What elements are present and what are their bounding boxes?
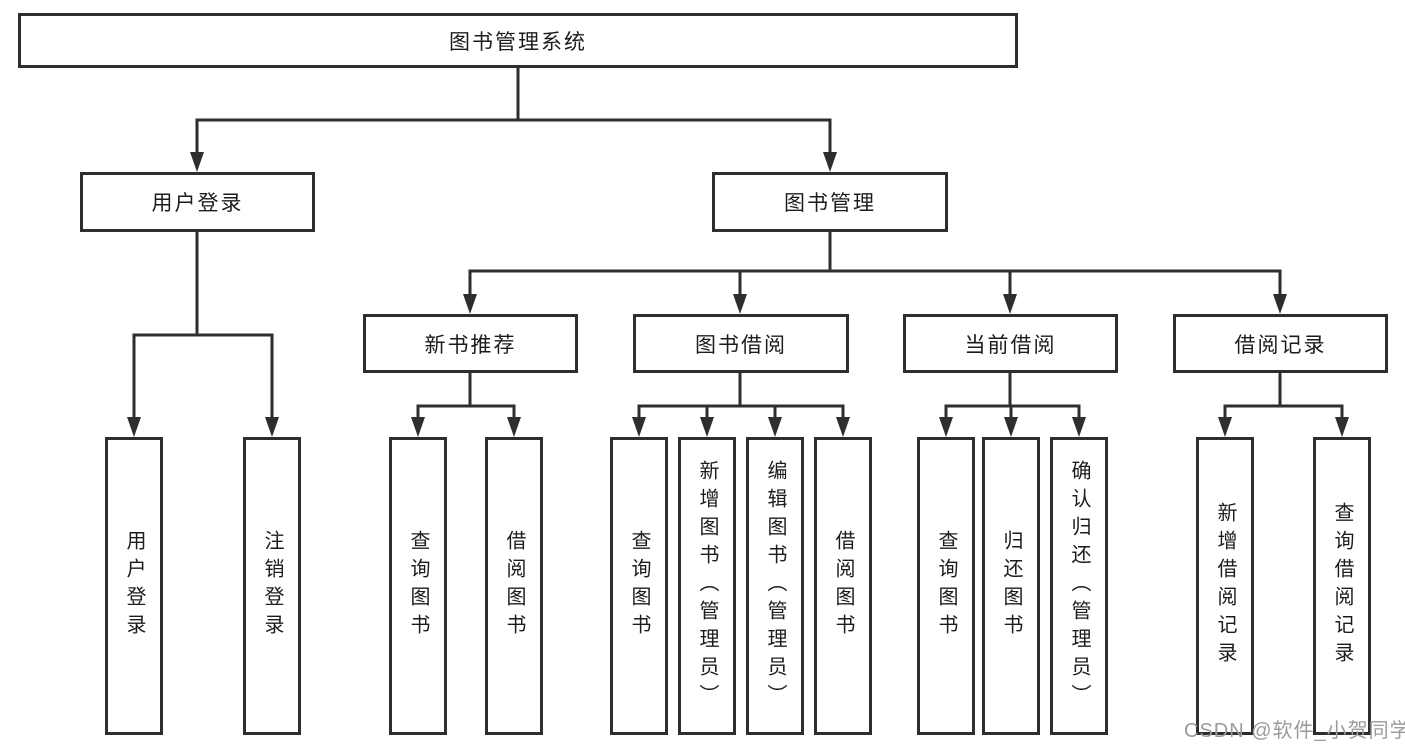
leaf-add-borrowing-record: 新增借阅记录 [1196,437,1254,735]
leaf-query-borrowing-record: 查询借阅记录 [1313,437,1371,735]
node-user-login: 用户登录 [80,172,315,232]
arrowheads [127,152,1349,437]
node-library-management-system: 图书管理系统 [18,13,1018,68]
leaf-user-login: 用户登录 [105,437,163,735]
node-current-borrowing: 当前借阅 [903,314,1118,373]
leaf-logout: 注销登录 [243,437,301,735]
node-book-borrowing: 图书借阅 [633,314,849,373]
node-book-management: 图书管理 [712,172,948,232]
leaf-return-books: 归还图书 [982,437,1040,735]
leaf-edit-book-admin: 编辑图书（管理员） [746,437,804,735]
leaf-borrow-books: 借阅图书 [814,437,872,735]
csdn-watermark: CSDN @软件_小贺同学 [1184,720,1405,742]
leaf-query-books-recommendation: 查询图书 [389,437,447,735]
leaf-borrow-books-recommendation: 借阅图书 [485,437,543,735]
leaf-add-book-admin: 新增图书（管理员） [678,437,736,735]
leaf-query-books-current: 查询图书 [917,437,975,735]
node-borrowing-records: 借阅记录 [1173,314,1388,373]
leaf-query-books-borrowing: 查询图书 [610,437,668,735]
node-new-book-recommendation: 新书推荐 [363,314,578,373]
leaf-confirm-return-admin: 确认归还（管理员） [1050,437,1108,735]
